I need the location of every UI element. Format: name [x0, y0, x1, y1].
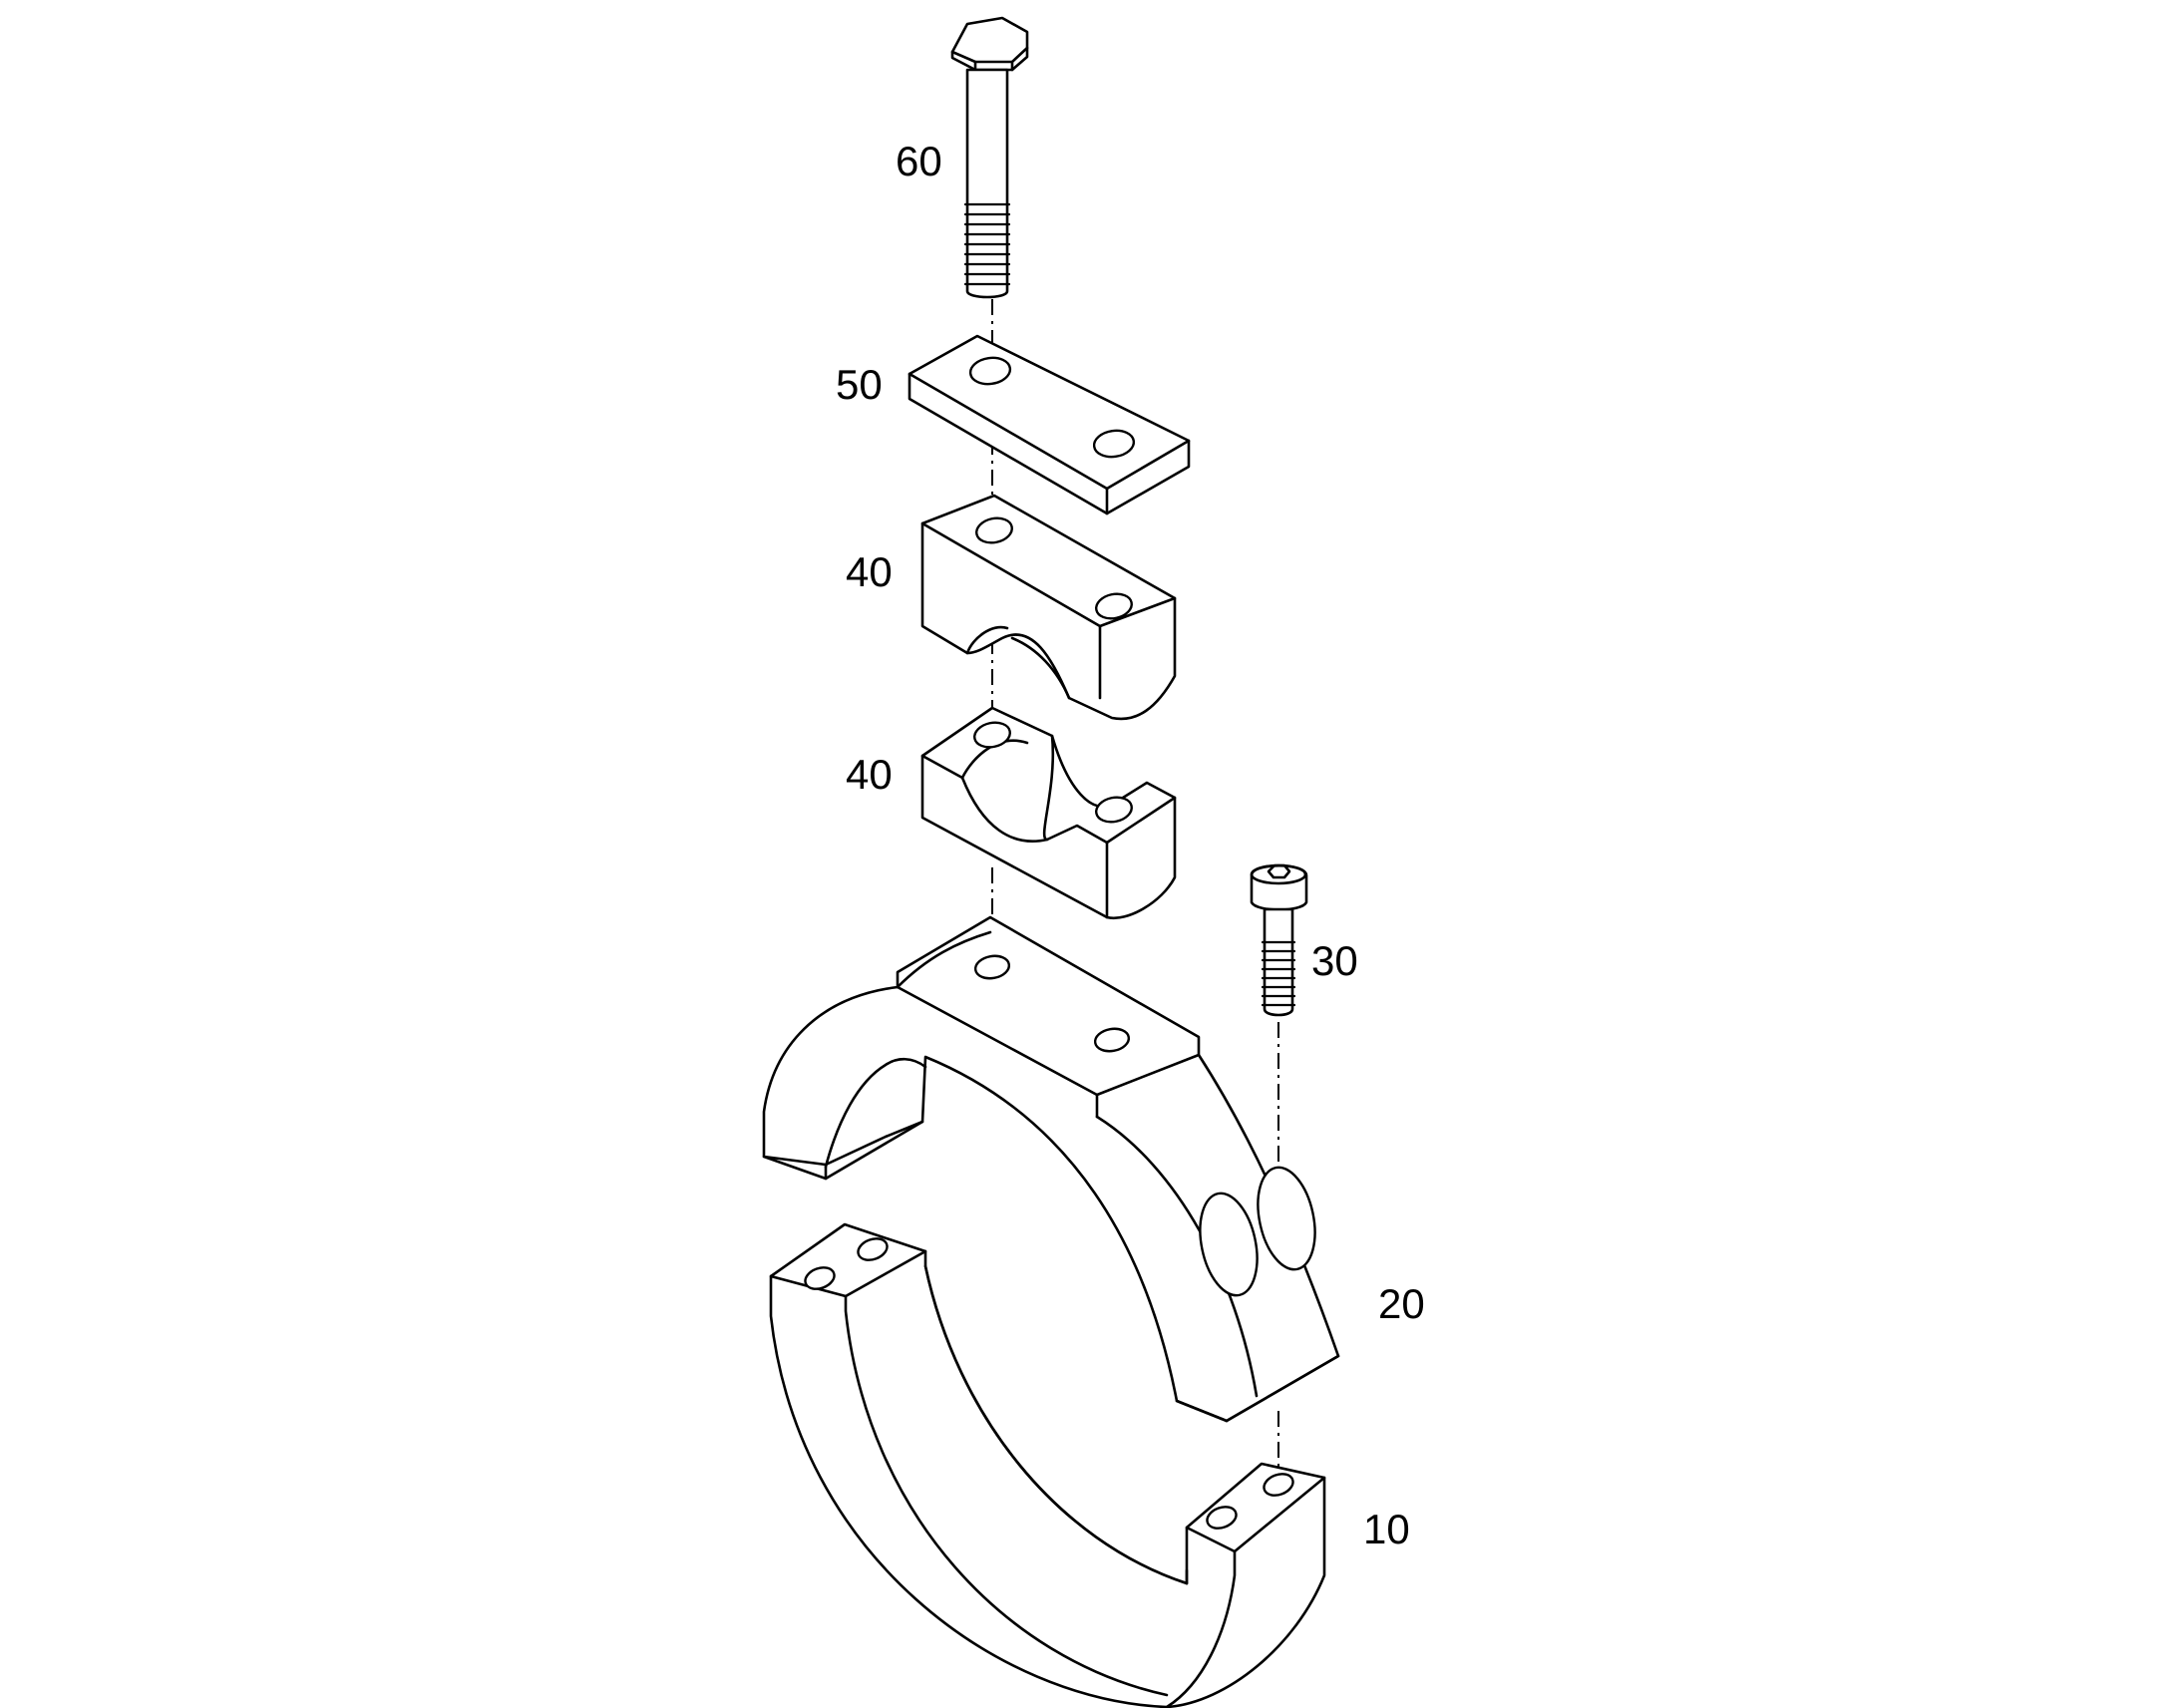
bolt-hole	[1263, 1473, 1294, 1497]
thread-lines	[1261, 940, 1296, 1007]
bolt-hole	[968, 356, 1012, 386]
bolt-hole	[1095, 796, 1133, 824]
thread-lines	[963, 202, 1011, 286]
side-bore	[1257, 1166, 1316, 1271]
bolt-hole	[1206, 1506, 1238, 1530]
bolt-hole	[804, 1266, 836, 1290]
bolt-hole	[973, 721, 1011, 749]
part-40-upper-clamp-jaw	[920, 494, 1177, 721]
callout-30: 30	[1311, 937, 1358, 984]
part-30-socket-head-screw	[1250, 863, 1308, 1017]
callout-40-lower: 40	[846, 751, 893, 798]
bolt-hole	[975, 516, 1013, 544]
callout-10: 10	[1363, 1506, 1410, 1552]
callout-50: 50	[836, 361, 883, 408]
bolt-hole	[1092, 429, 1136, 459]
callout-20: 20	[1378, 1280, 1425, 1327]
bolt-hole	[1093, 1027, 1131, 1053]
part-20-upper-clamp-half	[762, 915, 1340, 1423]
callout-60: 60	[896, 138, 942, 184]
part-50-cover-plate	[908, 334, 1191, 515]
side-bore	[1199, 1192, 1259, 1297]
part-60-hex-bolt	[950, 16, 1029, 299]
part-10-lower-clamp-half	[769, 1222, 1326, 1708]
bolt-hole	[857, 1237, 889, 1261]
part-40-lower-clamp-jaw	[920, 706, 1177, 920]
bolt-hole	[1095, 592, 1133, 620]
callout-40-upper: 40	[846, 548, 893, 595]
hex-socket-icon	[1267, 863, 1291, 879]
bolt-hole	[973, 954, 1011, 980]
